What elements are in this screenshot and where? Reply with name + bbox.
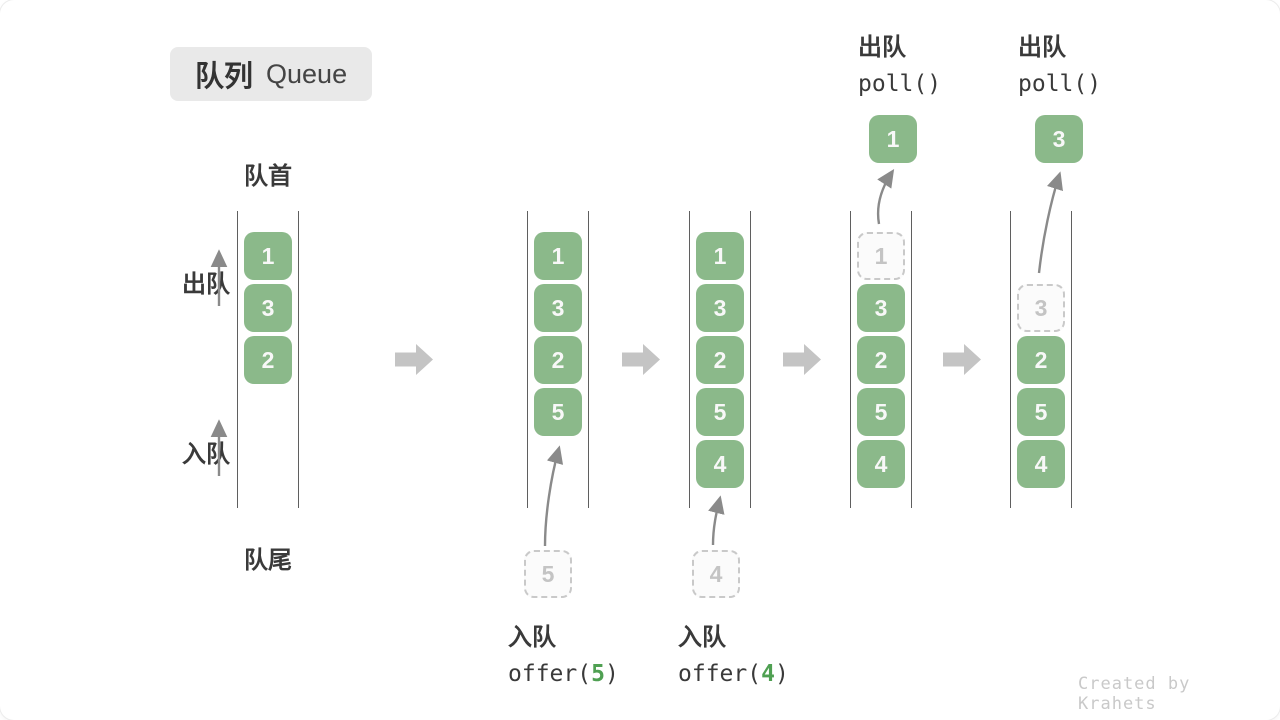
- queue-rails-state-3: [850, 211, 912, 508]
- enqueue-op-label: 入队: [508, 624, 556, 651]
- dequeue-op-label: 出队: [858, 34, 906, 61]
- incoming-element-ghost: 4: [692, 550, 740, 598]
- queue-element: 3: [696, 284, 744, 332]
- offer-arg: 4: [761, 661, 775, 687]
- watermark: Created by Krahets: [1078, 674, 1191, 714]
- offer-5-label: 入队 offer(5): [508, 617, 619, 687]
- queue-front-label: 队首: [244, 163, 292, 190]
- queue-element: 1: [244, 232, 292, 280]
- dequeue-op-label: 出队: [1018, 34, 1066, 61]
- removed-element-ghost: 3: [1017, 284, 1065, 332]
- offer-4-code: offer(4): [678, 661, 789, 687]
- queue-element: 2: [244, 336, 292, 384]
- queue-element: 1: [534, 232, 582, 280]
- poll-label-1: 出队 poll(): [858, 27, 941, 97]
- queue-rails-state-4: [1010, 211, 1072, 508]
- queue-element: 4: [1017, 440, 1065, 488]
- queue-element: 5: [534, 388, 582, 436]
- enqueue-side-label: 入队: [182, 441, 230, 468]
- incoming-element-ghost: 5: [524, 550, 572, 598]
- enqueue-op-label: 入队: [678, 624, 726, 651]
- queue-element: 2: [534, 336, 582, 384]
- queue-element: 2: [1017, 336, 1065, 384]
- right-arrow-icon: [943, 344, 981, 375]
- right-arrow-icon: [783, 344, 821, 375]
- right-arrow-icon: [622, 344, 660, 375]
- queue-element: 5: [857, 388, 905, 436]
- queue-rails-state-0: [237, 211, 299, 508]
- queue-element: 5: [1017, 388, 1065, 436]
- queue-element: 2: [696, 336, 744, 384]
- queue-element: 3: [534, 284, 582, 332]
- poll-code: poll(): [858, 71, 942, 97]
- offer-arg: 5: [591, 661, 605, 687]
- right-arrow-icon: [395, 344, 433, 375]
- poll-label-2: 出队 poll(): [1018, 27, 1101, 97]
- popped-element: 1: [869, 115, 917, 163]
- queue-rear-label: 队尾: [244, 547, 292, 574]
- queue-element: 4: [696, 440, 744, 488]
- offer-5-code: offer(5): [508, 661, 619, 687]
- popped-element: 3: [1035, 115, 1083, 163]
- poll-code: poll(): [1018, 71, 1102, 97]
- queue-element: 1: [696, 232, 744, 280]
- title-en: Queue: [266, 58, 348, 89]
- queue-element: 4: [857, 440, 905, 488]
- title-zh: 队列: [195, 61, 254, 93]
- dequeue-side-label: 出队: [182, 271, 230, 298]
- offer-4-label: 入队 offer(4): [678, 617, 789, 687]
- queue-rails-state-2: [689, 211, 751, 508]
- removed-element-ghost: 1: [857, 232, 905, 280]
- title-badge: 队列 Queue: [170, 47, 373, 101]
- queue-rails-state-1: [527, 211, 589, 508]
- queue-element: 3: [244, 284, 292, 332]
- queue-element: 2: [857, 336, 905, 384]
- queue-element: 5: [696, 388, 744, 436]
- queue-element: 3: [857, 284, 905, 332]
